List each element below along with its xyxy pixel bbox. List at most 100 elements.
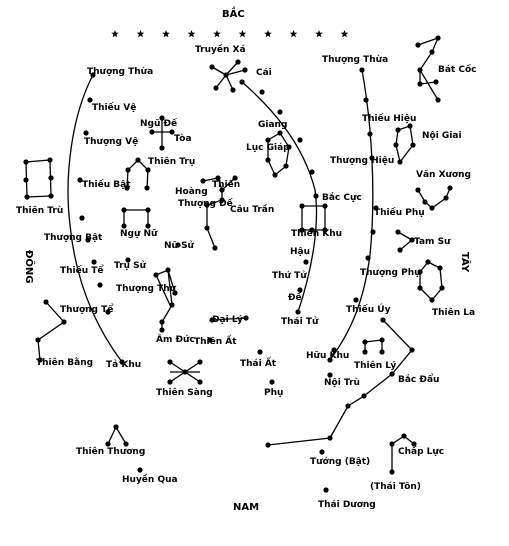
label-thieu-uy: Thiếu Úy bbox=[346, 303, 391, 315]
north-star-icon bbox=[187, 30, 196, 38]
label-thu-tu: Thứ Tử bbox=[272, 270, 307, 281]
luc-giap-lines bbox=[267, 132, 290, 177]
star-dot bbox=[105, 441, 111, 447]
star-dot bbox=[213, 85, 219, 91]
star-dot bbox=[297, 287, 303, 293]
east-label: ĐÔNG bbox=[23, 250, 36, 283]
star-dot bbox=[149, 129, 155, 135]
star-dot bbox=[90, 72, 96, 78]
label-thien-thuong: Thiên Thương bbox=[76, 446, 145, 457]
star-dot bbox=[135, 157, 141, 163]
star-dot bbox=[395, 229, 401, 235]
star-dot bbox=[410, 142, 416, 148]
star-dot bbox=[159, 327, 165, 333]
star-dot bbox=[257, 349, 263, 355]
star-dot bbox=[79, 215, 85, 221]
star-dot bbox=[259, 89, 265, 95]
star-dot bbox=[415, 42, 421, 48]
star-dot bbox=[327, 372, 333, 378]
star-dot bbox=[319, 449, 325, 455]
label-giang: Giang bbox=[258, 120, 287, 130]
star-dot bbox=[447, 185, 453, 191]
thuong-thu-lines bbox=[155, 269, 176, 330]
ngu-nu-lines bbox=[123, 209, 149, 226]
star-dot bbox=[119, 359, 125, 365]
label-truyen-xa: Truyền Xá bbox=[195, 44, 246, 55]
star-dot bbox=[370, 229, 376, 235]
star-dot bbox=[200, 178, 206, 184]
label-cau-tran: Câu Trần bbox=[230, 204, 274, 215]
label-thien-bang: Thiên Bằng bbox=[36, 357, 93, 368]
label-huu-khu: Hữu Khu bbox=[306, 351, 349, 361]
label-chap-luc: Chấp Lực bbox=[398, 446, 444, 457]
star-dot bbox=[219, 197, 225, 203]
star-dot bbox=[363, 97, 369, 103]
north-star-icon bbox=[289, 30, 298, 38]
star-dot bbox=[327, 435, 333, 441]
dai-ly-lines bbox=[211, 317, 247, 321]
star-dot bbox=[145, 207, 151, 213]
star-dot bbox=[309, 227, 315, 233]
star-dot bbox=[182, 369, 188, 375]
star-dot bbox=[159, 319, 165, 325]
label-thuong-thua-l: Thượng Thừa bbox=[87, 67, 153, 77]
star-dot bbox=[415, 187, 421, 193]
label-thien-at: Thiên Ất bbox=[194, 334, 237, 347]
star-dot bbox=[265, 157, 271, 163]
star-dot bbox=[230, 87, 236, 93]
label-thien: Thiên bbox=[212, 179, 240, 190]
label-dai-ly: Đại Lý bbox=[212, 315, 243, 325]
central-arc-curve bbox=[241, 81, 318, 313]
label-thuong-te: Thượng Tể bbox=[60, 303, 114, 315]
label-thai-duong: Thái Dương bbox=[318, 500, 376, 510]
star-dot bbox=[172, 290, 178, 296]
star-dot bbox=[207, 337, 213, 343]
star-dot bbox=[125, 257, 131, 263]
label-toa: Tòa bbox=[174, 133, 192, 144]
label-thieu-ve: Thiếu Vệ bbox=[92, 102, 136, 113]
label-tru-su: Trụ Sử bbox=[114, 260, 147, 271]
north-star-icon bbox=[238, 30, 247, 38]
star-dot bbox=[209, 317, 215, 323]
star-dot bbox=[365, 255, 371, 261]
star-dot bbox=[239, 79, 245, 85]
star-dot bbox=[407, 123, 413, 129]
star-dot bbox=[379, 349, 385, 355]
star-dot bbox=[422, 199, 428, 205]
star-dot bbox=[61, 319, 67, 325]
star-dots bbox=[23, 35, 453, 493]
star-dot bbox=[417, 81, 423, 87]
star-dot bbox=[322, 227, 328, 233]
star-dot bbox=[121, 207, 127, 213]
label-thien-la: Thiên La bbox=[432, 307, 475, 318]
north-star-icon bbox=[136, 30, 145, 38]
star-dot bbox=[48, 175, 54, 181]
star-dot bbox=[397, 247, 403, 253]
north-star-icon bbox=[315, 30, 323, 38]
star-dot bbox=[159, 115, 165, 121]
star-dot bbox=[401, 433, 407, 439]
west-label: TÂY bbox=[459, 252, 472, 273]
cai-lines bbox=[211, 61, 246, 91]
star-dot bbox=[417, 269, 423, 275]
star-dot bbox=[91, 259, 97, 265]
star-dot bbox=[429, 49, 435, 55]
star-dot bbox=[361, 393, 367, 399]
star-dot bbox=[299, 203, 305, 209]
thien-tru-l-lines bbox=[25, 159, 52, 198]
north-star-icon bbox=[213, 30, 221, 38]
label-noi-giai: Nội Giai bbox=[422, 131, 462, 141]
star-dot bbox=[373, 205, 379, 211]
north-star-row bbox=[111, 30, 349, 38]
star-dot bbox=[425, 259, 431, 265]
star-dot bbox=[265, 442, 271, 448]
star-dot bbox=[77, 177, 83, 183]
label-am-duc: Âm Đức bbox=[156, 333, 195, 345]
star-dot bbox=[219, 187, 225, 193]
star-dot bbox=[309, 169, 315, 175]
star-dot bbox=[353, 297, 359, 303]
star-dot bbox=[145, 167, 151, 173]
west-wall-curve bbox=[67, 74, 123, 363]
label-ta-khu: Tả Khu bbox=[106, 359, 141, 370]
star-dot bbox=[169, 129, 175, 135]
